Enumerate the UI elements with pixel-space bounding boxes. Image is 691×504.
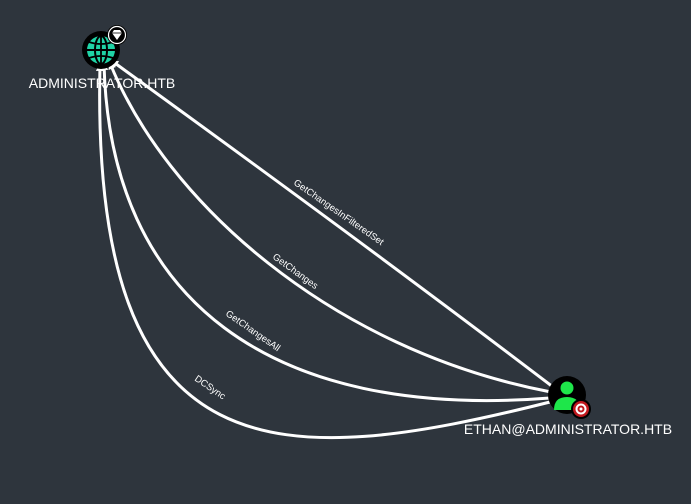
- edge-getchanges[interactable]: [108, 61, 552, 394]
- edge-label-getchangesinfilteredset[interactable]: GetChangesInFilteredSet: [291, 177, 386, 248]
- edge-dcsync[interactable]: [95, 63, 551, 440]
- edge-labels-layer: GetChangesInFilteredSet GetChanges GetCh…: [192, 177, 386, 402]
- edge-getchangesinfilteredset[interactable]: [110, 59, 554, 389]
- domain-node-label: ADMINISTRATOR.HTB: [29, 75, 176, 91]
- user-node-label: ETHAN@ADMINISTRATOR.HTB: [464, 421, 672, 437]
- edge-getchangesall[interactable]: [100, 62, 551, 403]
- edge-label-dcsync[interactable]: DCSync: [192, 373, 227, 402]
- edges-layer: [95, 59, 554, 440]
- user-node[interactable]: ETHAN@ADMINISTRATOR.HTB: [464, 376, 672, 437]
- target-icon: [571, 399, 591, 419]
- edge-label[interactable]: DCSync: [192, 373, 227, 402]
- high-value-gem-icon: [107, 25, 127, 45]
- domain-node[interactable]: ADMINISTRATOR.HTB: [29, 25, 176, 91]
- edge-label[interactable]: GetChangesInFilteredSet: [291, 177, 386, 248]
